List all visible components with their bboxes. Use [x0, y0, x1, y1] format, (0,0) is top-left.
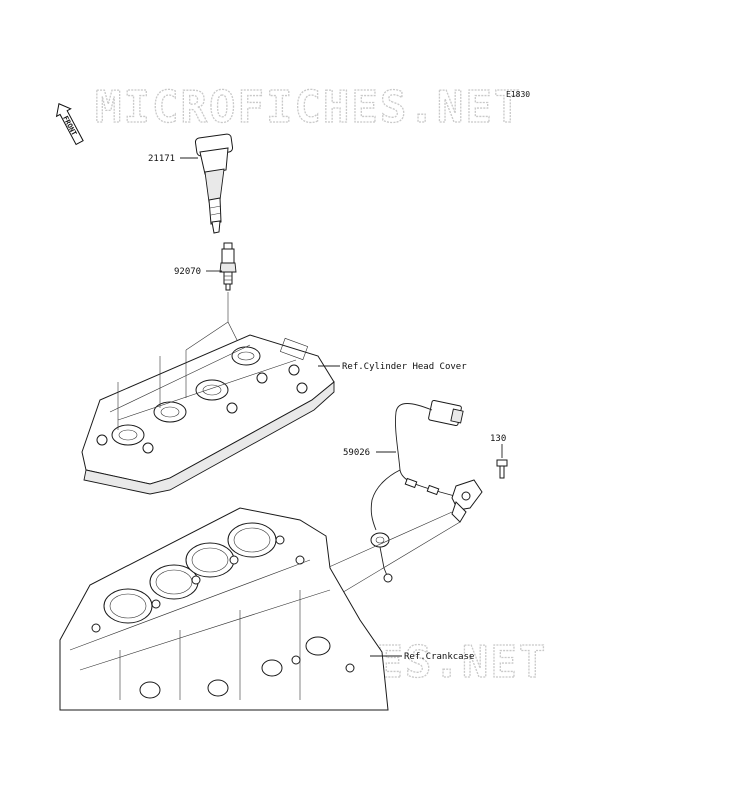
ref-crankcase: Ref.Crankcase — [404, 652, 474, 662]
crank-sensor-harness — [370, 399, 483, 583]
part-number-92070: 92070 — [174, 267, 201, 277]
crankcase — [59, 507, 389, 711]
cylinder-head-cover — [81, 334, 335, 495]
spark-plug — [219, 242, 237, 291]
ignition-coil — [194, 133, 234, 234]
bolt — [496, 459, 508, 479]
ref-cylinder-head-cover: Ref.Cylinder Head Cover — [342, 362, 467, 372]
diagram-code: E1830 — [506, 90, 530, 99]
part-number-130: 130 — [490, 434, 506, 444]
part-number-59026: 59026 — [343, 448, 370, 458]
front-arrow-icon: FRONT — [55, 103, 84, 146]
watermark-top: MICROFICHES.NET — [95, 82, 522, 133]
part-number-21171: 21171 — [148, 154, 175, 164]
